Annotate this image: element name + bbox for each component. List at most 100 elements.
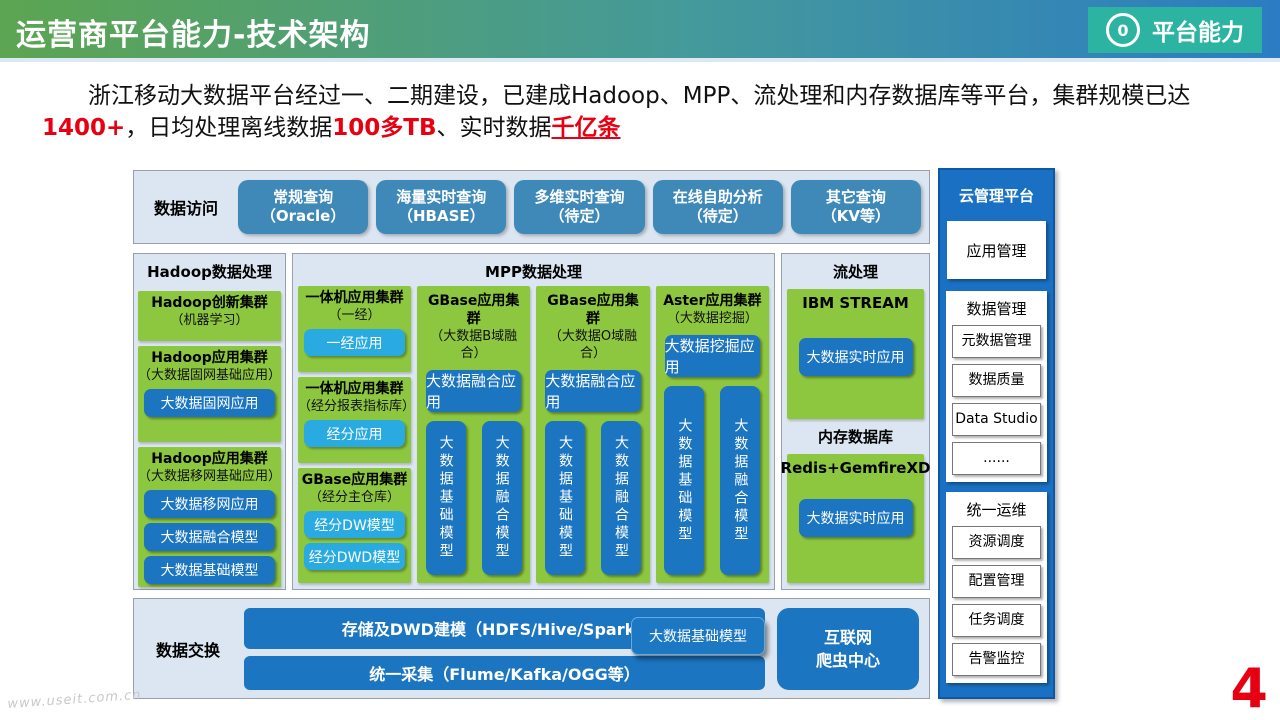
access-button-online-selfservice-analysis: 在线自助分析 （待定）	[652, 180, 783, 234]
appliance-cluster-yijing: 一体机应用集群 （一经） 一经应用	[298, 286, 411, 372]
app-button-dw-model: 经分DW模型	[304, 511, 405, 538]
appliance-cluster-jingfen-report: 一体机应用集群 （经分报表指标库） 经分应用	[298, 377, 416, 463]
cluster-subtitle: （大数据B域融合）	[430, 329, 518, 361]
stream-panel: 流处理 IBM STREAM 大数据实时应用 内存数据库 Redis+Gemfi…	[781, 253, 930, 590]
hadoop-fixed-network-cluster: Hadoop应用集群 （大数据固网基础应用） 大数据固网应用	[138, 346, 281, 442]
intro-line-2: 1400+，日均处理离线数据100多TB、实时数据千亿条	[42, 112, 1242, 144]
internet-crawler-box: 互联网 爬虫中心	[777, 607, 919, 690]
pillar-fusion-model: 大数据融合模型	[481, 421, 522, 575]
aster-cluster-mining: Aster应用集群 （大数据挖掘） 大数据挖掘应用 大数据基础模型 大数据融合模…	[655, 286, 769, 583]
data-management-panel: 数据管理 元数据管理 数据质量 Data Studio ......	[946, 291, 1047, 482]
cluster-name: Aster应用集群	[663, 293, 762, 309]
memory-db-title: 内存数据库	[817, 428, 893, 446]
badge-number-circle: 0	[1106, 13, 1140, 47]
access-button-multidim-realtime-query: 多维实时查询 （待定）	[514, 180, 645, 234]
mpp-panel-title: MPP数据处理	[485, 263, 582, 281]
crawler-line-1: 互联网	[823, 627, 872, 647]
access-button-massive-realtime-query: 海量实时查询 （HBASE）	[376, 180, 507, 234]
data-access-label: 数据访问	[153, 199, 218, 218]
intro-text-3: 、实时数据	[436, 115, 552, 141]
access-button-label: 常规查询	[273, 188, 334, 206]
cluster-name: 一体机应用集群	[305, 381, 404, 397]
app-button-realtime-app: 大数据实时应用	[798, 338, 913, 376]
cluster-subtitle: （经分报表指标库）	[298, 399, 416, 414]
stream-panel-title: 流处理	[832, 263, 878, 281]
cluster-name: GBase应用集群	[427, 293, 520, 327]
unified-collection-bar: 统一采集（Flume/Kafka/OGG等）	[244, 655, 765, 690]
cluster-name: Hadoop创新集群	[151, 295, 268, 311]
gbase-cluster-jingfen-warehouse: GBase应用集群 （经分主仓库） 经分DW模型 经分DWD模型	[298, 468, 411, 583]
model-pillars: 大数据基础模型 大数据融合模型	[540, 416, 645, 578]
intro-highlight-realtime-volume: 千亿条	[551, 115, 621, 141]
item-resource-scheduling: 资源调度	[952, 526, 1041, 559]
unified-ops-label: 统一运维	[966, 501, 1027, 519]
intro-highlight-offline-volume: 100多TB	[332, 115, 437, 141]
app-button-jingfen: 经分应用	[304, 420, 405, 447]
access-button-label: 海量实时查询	[396, 188, 487, 206]
data-access-row: 数据访问 常规查询 （Oracle） 海量实时查询 （HBASE） 多维实时查询…	[133, 170, 930, 244]
cluster-name: Redis+GemfireXD	[780, 459, 931, 477]
pillar-fusion-model: 大数据融合模型	[720, 386, 761, 575]
access-button-sublabel: （Oracle）	[260, 207, 346, 225]
item-ellipsis: ......	[952, 442, 1041, 475]
intro-paragraph: 浙江移动大数据平台经过一、二期建设，已建成Hadoop、MPP、流处理和内存数据…	[42, 80, 1242, 144]
app-button-mobile-network: 大数据移网应用	[144, 490, 275, 518]
item-config-management: 配置管理	[952, 565, 1041, 598]
app-button-fixed-network: 大数据固网应用	[144, 389, 275, 417]
cluster-subtitle: （大数据挖掘）	[666, 311, 758, 326]
cluster-name: Hadoop应用集群	[151, 350, 268, 366]
cluster-subtitle: （大数据固网基础应用）	[138, 368, 282, 383]
mpp-panel: MPP数据处理 一体机应用集群 （一经） 一经应用 一体机应用集群 （经分报表指…	[292, 253, 775, 590]
app-button-mining-app: 大数据挖掘应用	[664, 335, 760, 377]
cluster-name: 一体机应用集群	[305, 290, 404, 306]
hadoop-panel-title: Hadoop数据处理	[147, 263, 272, 281]
unified-ops-panel: 统一运维 资源调度 配置管理 任务调度 告警监控	[946, 492, 1047, 683]
mpp-columns: 一体机应用集群 （一经） 一经应用 一体机应用集群 （经分报表指标库） 经分应用…	[298, 286, 769, 583]
ibm-stream-cluster: IBM STREAM 大数据实时应用	[787, 289, 924, 419]
badge-label: 平台能力	[1152, 20, 1244, 46]
model-pillars: 大数据基础模型 大数据融合模型	[660, 381, 765, 578]
access-button-sublabel: （待定）	[549, 207, 610, 225]
access-button-sublabel: （HBASE）	[397, 207, 485, 225]
watermark: www.useit.com.cn	[6, 687, 143, 712]
cluster-subtitle: （大数据移网基础应用）	[138, 469, 282, 484]
section-badge: 0 平台能力	[1088, 7, 1262, 53]
app-button-dwd-model: 经分DWD模型	[304, 543, 405, 570]
app-button-yijing: 一经应用	[304, 329, 405, 356]
crawler-line-2: 爬虫中心	[815, 650, 880, 670]
cluster-subtitle: （经分主仓库）	[308, 490, 400, 505]
slide-header: 运营商平台能力-技术架构 0 平台能力	[0, 0, 1280, 62]
app-button-fusion-app: 大数据融合应用	[426, 370, 522, 412]
cluster-name: IBM STREAM	[802, 294, 909, 312]
hadoop-mobile-network-cluster: Hadoop应用集群 （大数据移网基础应用） 大数据移网应用 大数据融合模型 大…	[138, 447, 281, 587]
access-button-label: 在线自助分析	[672, 188, 763, 206]
mpp-left-column: 一体机应用集群 （一经） 一经应用 一体机应用集群 （经分报表指标库） 经分应用…	[298, 286, 416, 583]
access-button-sublabel: （待定）	[687, 207, 748, 225]
cluster-subtitle: （大数据O域融合）	[548, 329, 638, 361]
intro-text-1: 浙江移动大数据平台经过一、二期建设，已建成Hadoop、MPP、流处理和内存数据…	[88, 83, 1191, 109]
sidebar-title: 云管理平台	[958, 187, 1034, 205]
gbase-cluster-o-domain: GBase应用集群 （大数据O域融合） 大数据融合应用 大数据基础模型 大数据融…	[536, 286, 650, 583]
page-title: 运营商平台能力-技术架构	[16, 18, 371, 53]
access-button-label: 其它查询	[825, 188, 886, 206]
pillar-fusion-model: 大数据融合模型	[600, 421, 641, 575]
base-model-overlay-button: 大数据基础模型	[631, 616, 765, 655]
gbase-cluster-b-domain: GBase应用集群 （大数据B域融合） 大数据融合应用 大数据基础模型 大数据融…	[417, 286, 531, 583]
item-data-quality: 数据质量	[952, 364, 1041, 397]
app-button-realtime-app: 大数据实时应用	[798, 499, 913, 537]
cluster-name: Hadoop应用集群	[151, 451, 268, 467]
access-button-regular-query: 常规查询 （Oracle）	[238, 180, 369, 234]
model-pillars: 大数据基础模型 大数据融合模型	[421, 416, 526, 578]
redis-gemfire-cluster: Redis+GemfireXD 大数据实时应用	[781, 454, 930, 583]
app-button-base-model: 大数据基础模型	[144, 556, 275, 584]
data-management-label: 数据管理	[966, 300, 1027, 318]
item-data-studio: Data Studio	[952, 403, 1041, 436]
data-exchange-label: 数据交换	[155, 640, 220, 660]
item-alarm-monitoring: 告警监控	[952, 643, 1041, 676]
cluster-name: GBase应用集群	[301, 472, 408, 488]
data-exchange-row: 数据交换 存储及DWD建模（HDFS/Hive/Spark等） 统一采集（Flu…	[133, 598, 930, 699]
intro-line-1: 浙江移动大数据平台经过一、二期建设，已建成Hadoop、MPP、流处理和内存数据…	[42, 80, 1242, 112]
hadoop-panel: Hadoop数据处理 Hadoop创新集群 （机器学习） Hadoop应用集群 …	[133, 253, 286, 590]
cloud-management-sidebar: 云管理平台 应用管理 数据管理 元数据管理 数据质量 Data Studio .…	[938, 168, 1055, 699]
